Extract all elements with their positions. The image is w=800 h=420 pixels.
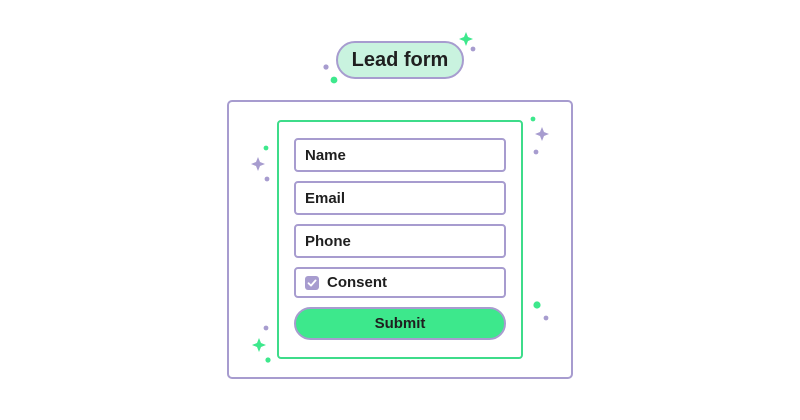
name-field-label: Name (305, 146, 346, 164)
page-title: Lead form (336, 41, 464, 79)
email-field[interactable]: Email (294, 181, 506, 215)
submit-button-label: Submit (374, 315, 426, 332)
dot-icon (323, 64, 329, 70)
sparkle-icon (459, 32, 473, 46)
check-icon (307, 279, 317, 286)
consent-checkbox-row[interactable]: Consent (294, 267, 506, 298)
dot-icon (470, 46, 476, 52)
email-field-label: Email (305, 189, 346, 207)
name-field[interactable]: Name (294, 138, 506, 172)
consent-label: Consent (327, 274, 387, 291)
submit-button[interactable]: Submit (294, 307, 506, 340)
page-title-text: Lead form (351, 48, 449, 71)
phone-field[interactable]: Phone (294, 224, 506, 258)
phone-field-label: Phone (305, 232, 351, 250)
consent-checkbox[interactable] (305, 275, 319, 290)
dot-icon (330, 76, 338, 84)
